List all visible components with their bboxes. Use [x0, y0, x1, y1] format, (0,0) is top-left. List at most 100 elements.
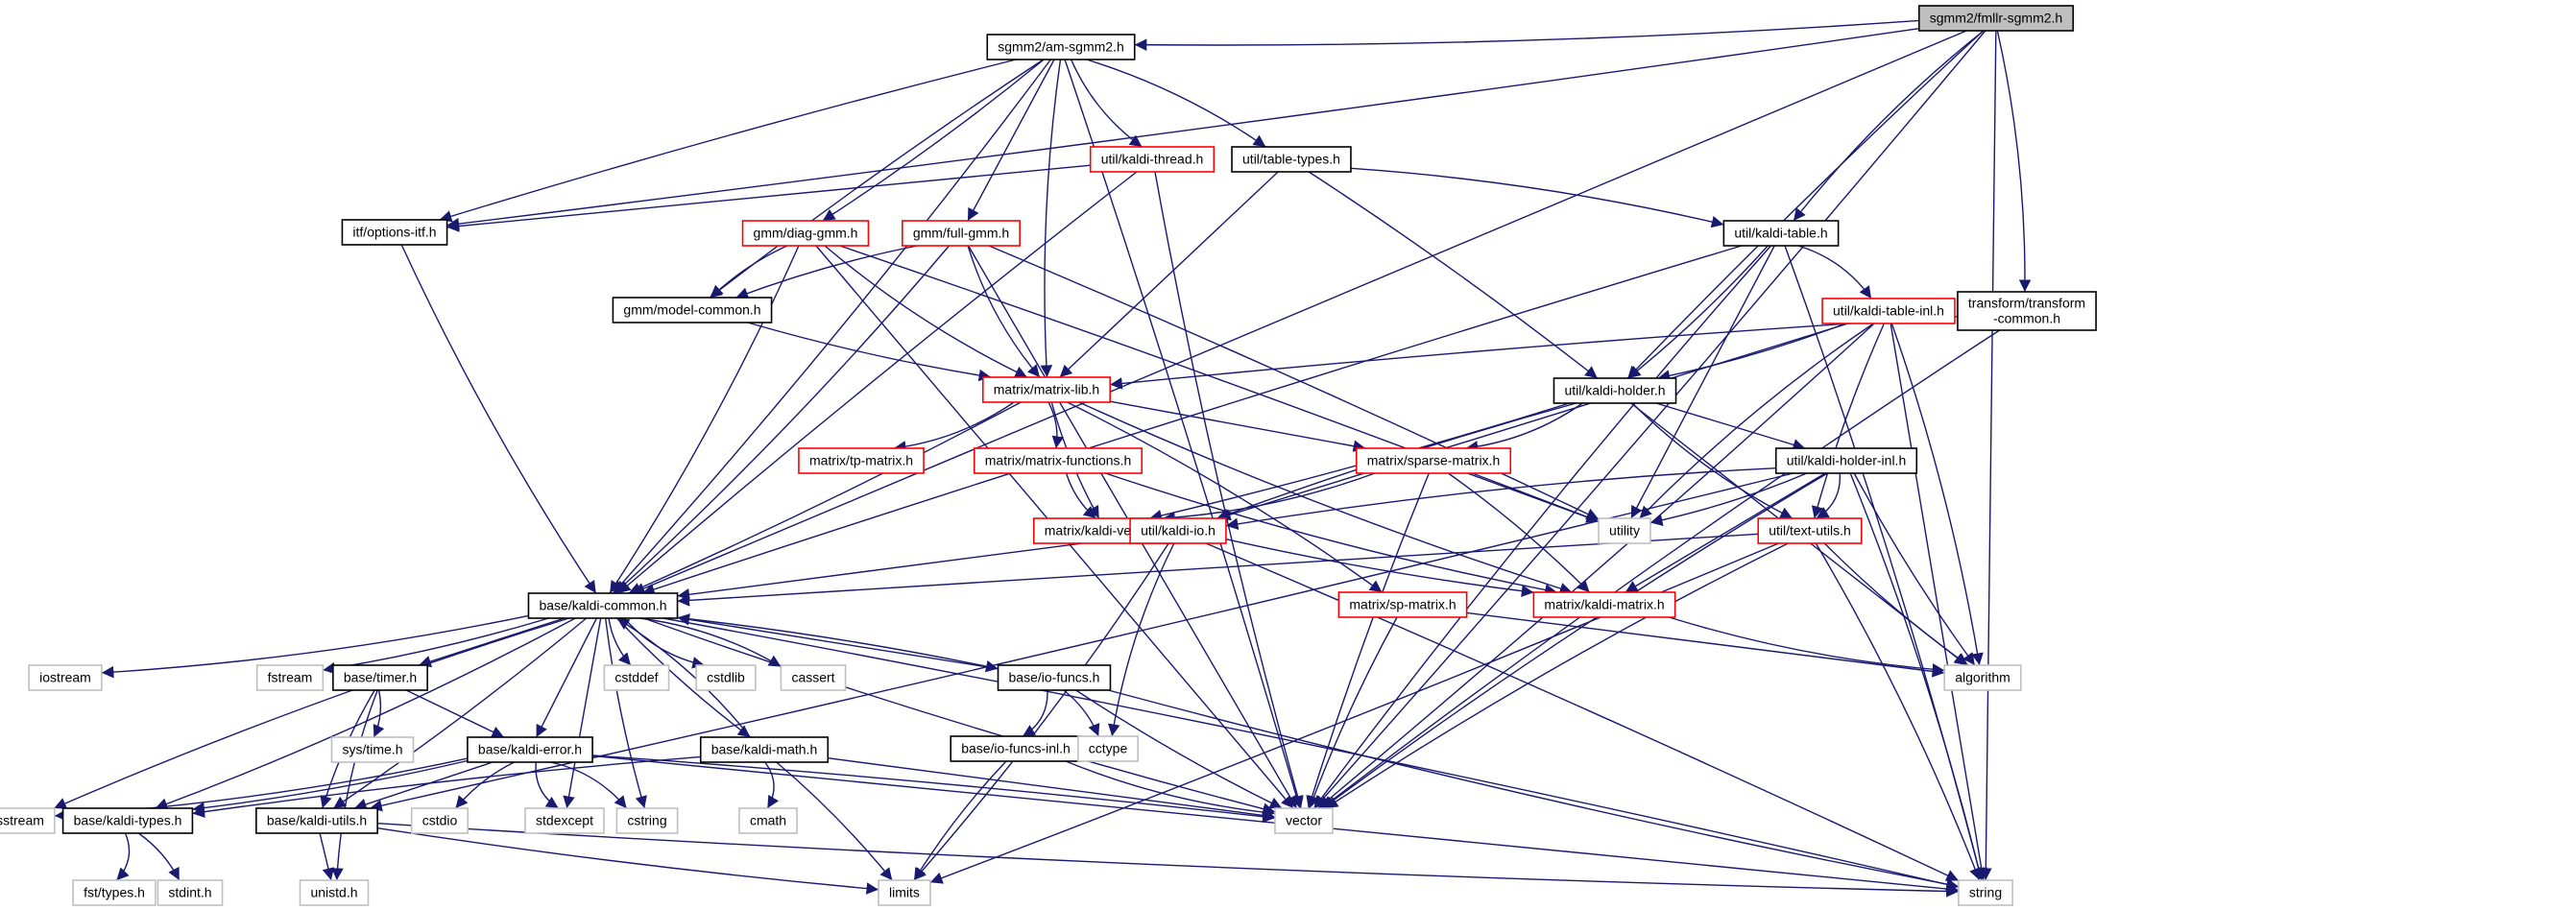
- node-holder[interactable]: util/kaldi-holder.h: [1553, 377, 1677, 404]
- node-matfuncs[interactable]: matrix/matrix-functions.h: [973, 447, 1144, 474]
- node-box: [0, 807, 56, 834]
- node-stdint: stdint.h: [156, 879, 224, 906]
- node-label: vector: [1286, 813, 1322, 828]
- edge-iofuncs-to-common: [677, 613, 999, 670]
- node-iostream: iostream: [28, 664, 103, 691]
- edge-kalditable-to-utility: [1630, 245, 1775, 519]
- node-fullgmm[interactable]: gmm/full-gmm.h: [902, 220, 1021, 247]
- edge-holderinl-to-string: [1849, 472, 1985, 881]
- node-iofuncs[interactable]: base/io-funcs.h: [997, 664, 1112, 691]
- node-tpmatrix[interactable]: matrix/tp-matrix.h: [798, 447, 925, 474]
- node-label: cctype: [1089, 741, 1128, 756]
- edge-root-to-holder: [1626, 30, 1985, 379]
- node-types[interactable]: base/kaldi-types.h: [61, 807, 194, 834]
- node-label: base/kaldi-common.h: [539, 598, 666, 613]
- edge-utils-to-unistd: [319, 832, 335, 881]
- edge-utils-to-string: [377, 823, 1959, 898]
- node-box: [1821, 298, 1956, 324]
- node-label: base/kaldi-math.h: [711, 742, 818, 757]
- edge-am-to-options: [439, 59, 1017, 223]
- edge-kaldiio-to-kaldimatrix: [1225, 538, 1534, 597]
- edge-common-to-math: [616, 617, 751, 738]
- node-utils[interactable]: base/kaldi-utils.h: [255, 807, 378, 834]
- node-label: matrix/sparse-matrix.h: [1367, 453, 1500, 468]
- node-transform[interactable]: transform/transform-common.h: [1957, 291, 2097, 331]
- node-error[interactable]: base/kaldi-error.h: [467, 736, 593, 763]
- node-box: [695, 664, 757, 691]
- node-box: [1129, 517, 1227, 544]
- node-tabletypes[interactable]: util/table-types.h: [1231, 146, 1352, 173]
- node-box: [699, 736, 830, 763]
- node-box: [332, 664, 428, 691]
- node-kaldiio[interactable]: util/kaldi-io.h: [1129, 517, 1227, 544]
- node-label: string: [1969, 885, 2002, 900]
- node-box: [997, 664, 1112, 691]
- node-holderinl[interactable]: util/kaldi-holder-inl.h: [1774, 447, 1918, 474]
- node-algorithm: algorithm: [1943, 664, 2022, 691]
- edge-kalditable-to-holder: [1627, 245, 1769, 379]
- node-tableinl[interactable]: util/kaldi-table-inl.h: [1821, 298, 1956, 324]
- edge-iofuncs-to-cctype: [1063, 689, 1100, 737]
- node-cstdlib: cstdlib: [695, 664, 757, 691]
- node-textutils[interactable]: util/text-utils.h: [1757, 517, 1863, 544]
- node-modelcommon[interactable]: gmm/model-common.h: [612, 297, 773, 323]
- node-label: gmm/full-gmm.h: [913, 226, 1009, 241]
- node-thread[interactable]: util/kaldi-thread.h: [1089, 146, 1216, 173]
- edge-matfuncs-to-kaldimatrix: [1105, 472, 1557, 596]
- node-timer[interactable]: base/timer.h: [332, 664, 428, 691]
- edge-timer-to-error: [405, 689, 505, 738]
- node-label: cstdio: [422, 813, 458, 828]
- edge-fullgmm-to-common: [614, 245, 951, 594]
- node-label: base/io-funcs.h: [1009, 670, 1100, 685]
- edge-matrixlib-to-spmatrix: [1067, 401, 1383, 593]
- edge-textutils-to-vector: [1325, 542, 1789, 809]
- edge-iofuncs-to-iofuncsinl: [1022, 689, 1048, 737]
- edge-common-to-timer: [418, 617, 566, 668]
- node-root[interactable]: sgmm2/fmllr-sgmm2.h: [1917, 5, 2075, 32]
- edge-common-to-iostream: [101, 614, 529, 679]
- edge-iofuncs-to-string: [1108, 689, 1960, 891]
- node-kaldimatrix[interactable]: matrix/kaldi-matrix.h: [1532, 591, 1676, 618]
- node-am[interactable]: sgmm2/am-sgmm2.h: [986, 34, 1136, 60]
- edge-transform-to-vector: [1321, 329, 2001, 809]
- node-label: algorithm: [1955, 670, 2010, 685]
- node-options[interactable]: itf/options-itf.h: [341, 219, 448, 246]
- node-common[interactable]: base/kaldi-common.h: [527, 592, 679, 619]
- edge-textutils-to-common: [677, 533, 1759, 607]
- node-box: [410, 807, 469, 834]
- node-cctype: cctype: [1076, 735, 1140, 762]
- edge-root-to-common: [632, 30, 1967, 594]
- node-label: fst/types.h: [84, 885, 145, 900]
- edge-common-to-cstring: [604, 617, 647, 809]
- node-kalditable[interactable]: util/kaldi-table.h: [1722, 220, 1840, 247]
- node-sparse[interactable]: matrix/sparse-matrix.h: [1355, 447, 1512, 474]
- node-box: [156, 879, 224, 906]
- node-matrixlib[interactable]: matrix/matrix-lib.h: [981, 376, 1112, 403]
- node-box: [950, 735, 1082, 762]
- edge-common-to-sstream: [53, 617, 569, 809]
- edge-kaldiio-to-limits: [913, 542, 1169, 881]
- node-box: [878, 879, 931, 906]
- edge-common-to-cstddef: [608, 617, 632, 666]
- node-iofuncsinl[interactable]: base/io-funcs-inl.h: [950, 735, 1082, 762]
- nodes-layer: sgmm2/fmllr-sgmm2.h sgmm2/am-sgmm2.h itf/o…: [0, 5, 2097, 906]
- edge-root-to-transform: [1996, 30, 2032, 293]
- node-label: util/table-types.h: [1242, 152, 1340, 167]
- node-stdexcept: stdexcept: [524, 807, 605, 834]
- node-label: unistd.h: [310, 885, 357, 900]
- edge-matrixlib-to-common: [628, 401, 1022, 594]
- edge-am-to-common: [613, 59, 1051, 594]
- node-label: limits: [889, 885, 920, 900]
- node-spmatrix[interactable]: matrix/sp-matrix.h: [1337, 591, 1468, 618]
- node-box: [1337, 591, 1468, 618]
- node-box: [1757, 517, 1863, 544]
- node-diaggmm[interactable]: gmm/diag-gmm.h: [741, 220, 870, 247]
- node-label: cassert: [791, 670, 834, 685]
- node-math[interactable]: base/kaldi-math.h: [699, 736, 830, 763]
- node-string: string: [1958, 879, 2013, 906]
- edge-common-to-stdexcept: [563, 617, 602, 809]
- node-label: stdexcept: [536, 813, 593, 828]
- node-box: [61, 807, 194, 834]
- edge-math-to-vector: [828, 757, 1276, 822]
